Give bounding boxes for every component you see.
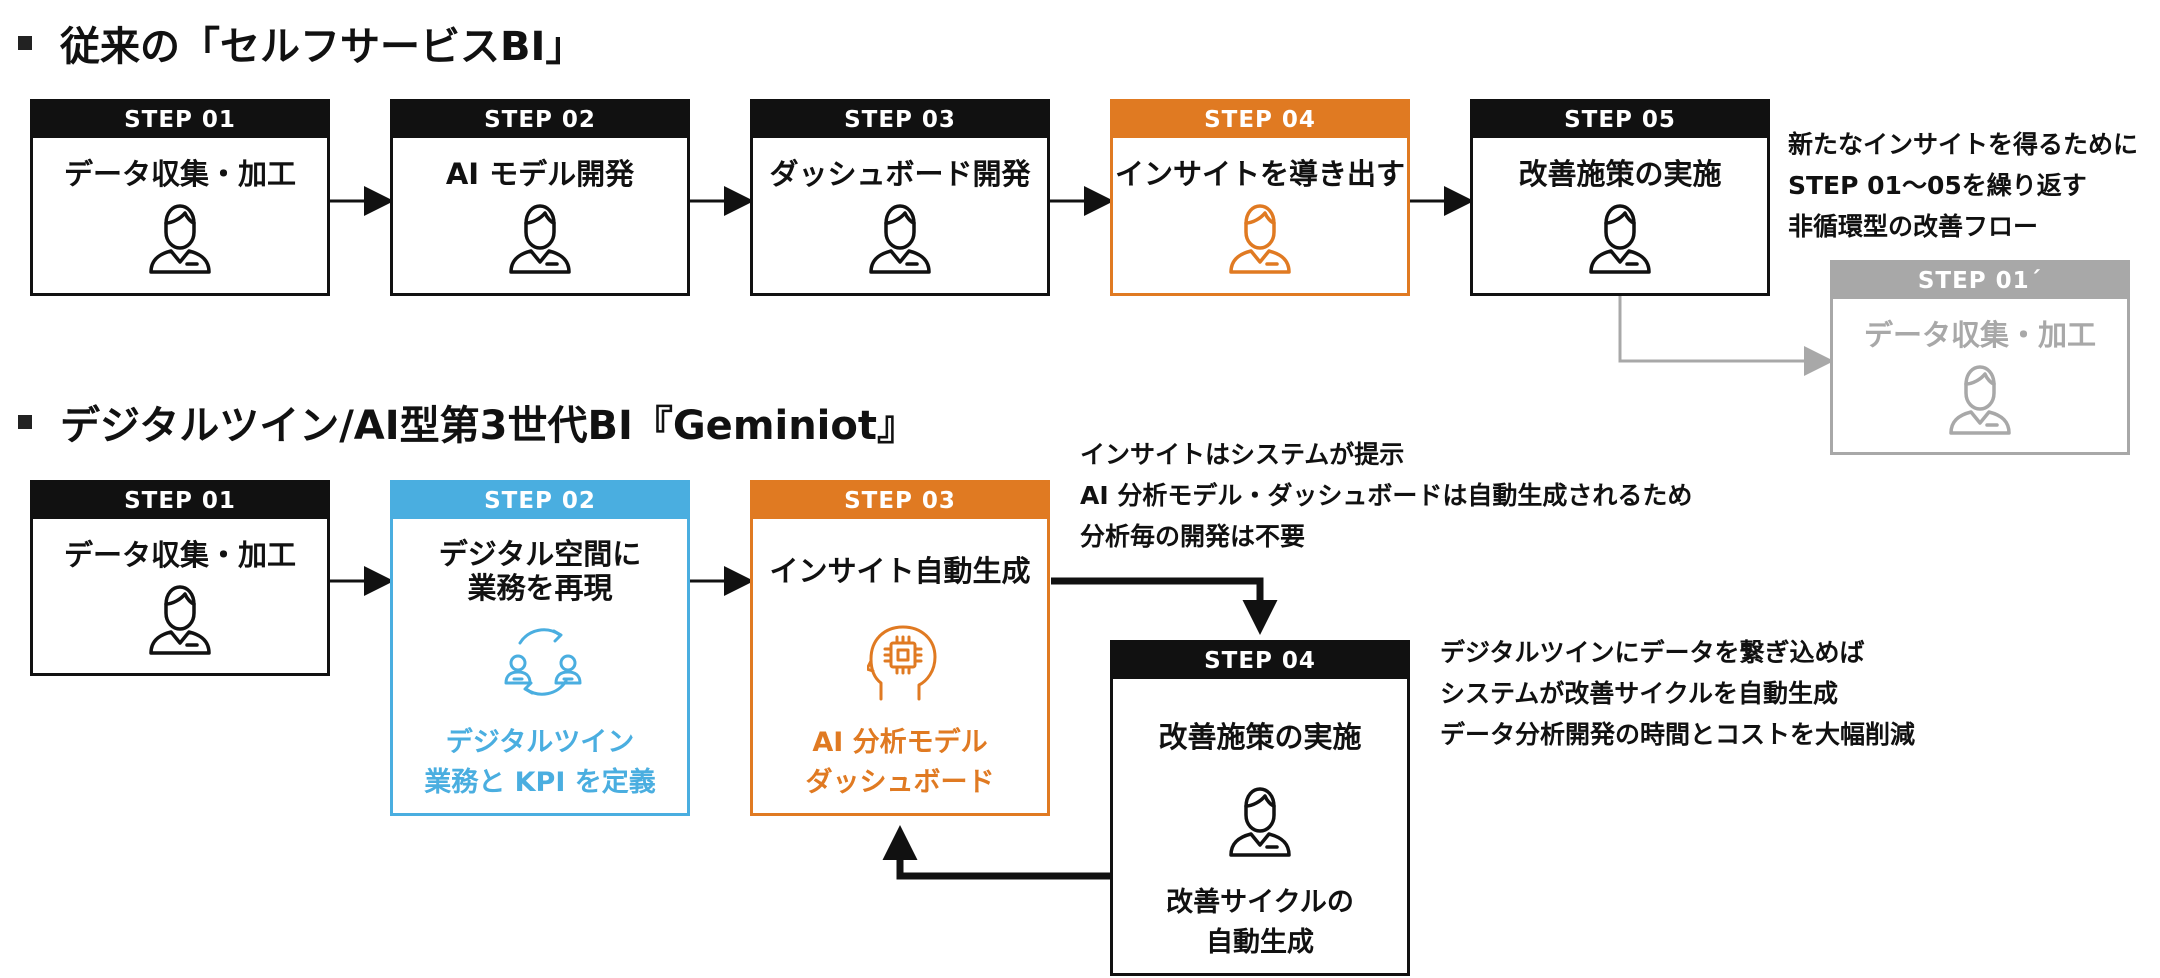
s1-note-line: 新たなインサイトを得るために	[1788, 130, 2139, 159]
step-label: データ収集・加工	[63, 538, 296, 572]
step-header: STEP 02	[393, 102, 687, 138]
bullet-icon	[18, 415, 32, 429]
step-label: ダッシュボード開発	[769, 157, 1031, 191]
step-label: インサイト自動生成	[769, 554, 1031, 588]
step-sub-line: 改善サイクルの	[1166, 887, 1354, 918]
s2-step04-box: STEP 04 改善施策の実施 改善サイクルの 自動生成	[1110, 640, 1410, 976]
step-label: AI モデル開発	[445, 157, 635, 191]
person-icon	[1589, 204, 1651, 274]
step-sub-line: 自動生成	[1206, 927, 1314, 958]
section-title-traditional: 従来の「セルフサービスBI」	[18, 14, 585, 72]
step-label: 改善施策の実施	[1518, 157, 1722, 191]
step-sub-line: ダッシュボード	[805, 767, 995, 798]
s1-step03-box: STEP 03 ダッシュボード開発	[750, 99, 1050, 296]
s1-step02-box: STEP 02 AI モデル開発	[390, 99, 690, 296]
step-header: STEP 05	[1473, 102, 1767, 138]
step-header: STEP 04	[1113, 643, 1407, 679]
step-label-line: 業務を再現	[467, 571, 613, 605]
digital-twin-icon	[504, 628, 582, 696]
section-title-digital-twin: デジタルツイン/AI型第3世代BI『Geminiot』	[18, 393, 917, 451]
s1-step01-box: STEP 01 データ収集・加工	[30, 99, 330, 296]
step-label: 改善施策の実施	[1158, 720, 1362, 754]
step-sub: AI 分析モデル ダッシュボード	[753, 723, 1047, 803]
ai-head-icon	[867, 625, 937, 701]
s1-repeat-step-box: STEP 01´ データ収集・加工	[1830, 260, 2130, 455]
step-header: STEP 04	[1113, 102, 1407, 138]
s2-note-line: AI 分析モデル・ダッシュボードは自動生成されるため	[1080, 481, 1693, 510]
step-label: データ収集・加工	[63, 157, 296, 191]
s2-note-line: デジタルツインにデータを繋ぎ込めば	[1440, 638, 1865, 667]
arrow-s2-4-3-loop	[882, 825, 1110, 880]
person-icon	[1949, 365, 2011, 435]
s1-note-line: 非循環型の改善フロー	[1788, 212, 2039, 241]
person-icon	[1229, 204, 1291, 274]
step-header: STEP 02	[393, 483, 687, 519]
s2-note-top: インサイトはシステムが提示 AI 分析モデル・ダッシュボードは自動生成されるため…	[1080, 434, 1692, 557]
s2-step01-box: STEP 01 データ収集・加工	[30, 480, 330, 676]
arrow-s1-5-repeat	[1618, 296, 1834, 376]
person-icon	[149, 585, 211, 655]
step-label: インサイトを導き出す	[1114, 157, 1405, 191]
person-icon	[509, 204, 571, 274]
step-sub: 改善サイクルの 自動生成	[1113, 883, 1407, 963]
person-icon	[1229, 787, 1291, 857]
step-label: データ収集・加工	[1863, 318, 2096, 352]
step-header: STEP 03	[753, 102, 1047, 138]
s1-note: 新たなインサイトを得るために STEP 01～05を繰り返す 非循環型の改善フロ…	[1788, 124, 2138, 247]
step-sub-line: 業務と KPI を定義	[424, 767, 656, 798]
s1-step05-box: STEP 05 改善施策の実施	[1470, 99, 1770, 296]
step-label: デジタル空間に 業務を再現	[393, 537, 687, 605]
s2-step03-box: STEP 03 インサイト自動生成 AI 分析モデル ダッシュボード	[750, 480, 1050, 816]
person-icon	[869, 204, 931, 274]
step-header: STEP 01	[33, 483, 327, 519]
step-sub-line: AI 分析モデル	[812, 727, 988, 758]
s2-step02-box: STEP 02 デジタル空間に 業務を再現 デジタルツイン 業務と KPI を定…	[390, 480, 690, 816]
step-header: STEP 03	[753, 483, 1047, 519]
step-header: STEP 01´	[1833, 263, 2127, 299]
s1-step04-box: STEP 04 インサイトを導き出す	[1110, 99, 1410, 296]
step-label-line: デジタル空間に	[438, 537, 642, 571]
person-icon	[149, 204, 211, 274]
s1-note-line: STEP 01～05を繰り返す	[1788, 171, 2087, 200]
step-sub: デジタルツイン 業務と KPI を定義	[393, 723, 687, 803]
step-sub-line: デジタルツイン	[445, 727, 635, 758]
s2-note-line: インサイトはシステムが提示	[1080, 440, 1405, 469]
bullet-icon	[18, 36, 32, 50]
s2-note-line: システムが改善サイクルを自動生成	[1440, 679, 1839, 708]
s2-note-line: 分析毎の開発は不要	[1080, 522, 1306, 551]
step-header: STEP 01	[33, 102, 327, 138]
s2-note-line: データ分析開発の時間とコストを大幅削減	[1440, 720, 1916, 749]
s2-note-right: デジタルツインにデータを繋ぎ込めば システムが改善サイクルを自動生成 データ分析…	[1440, 632, 1915, 755]
arrow-s2-3-4	[1051, 577, 1278, 635]
